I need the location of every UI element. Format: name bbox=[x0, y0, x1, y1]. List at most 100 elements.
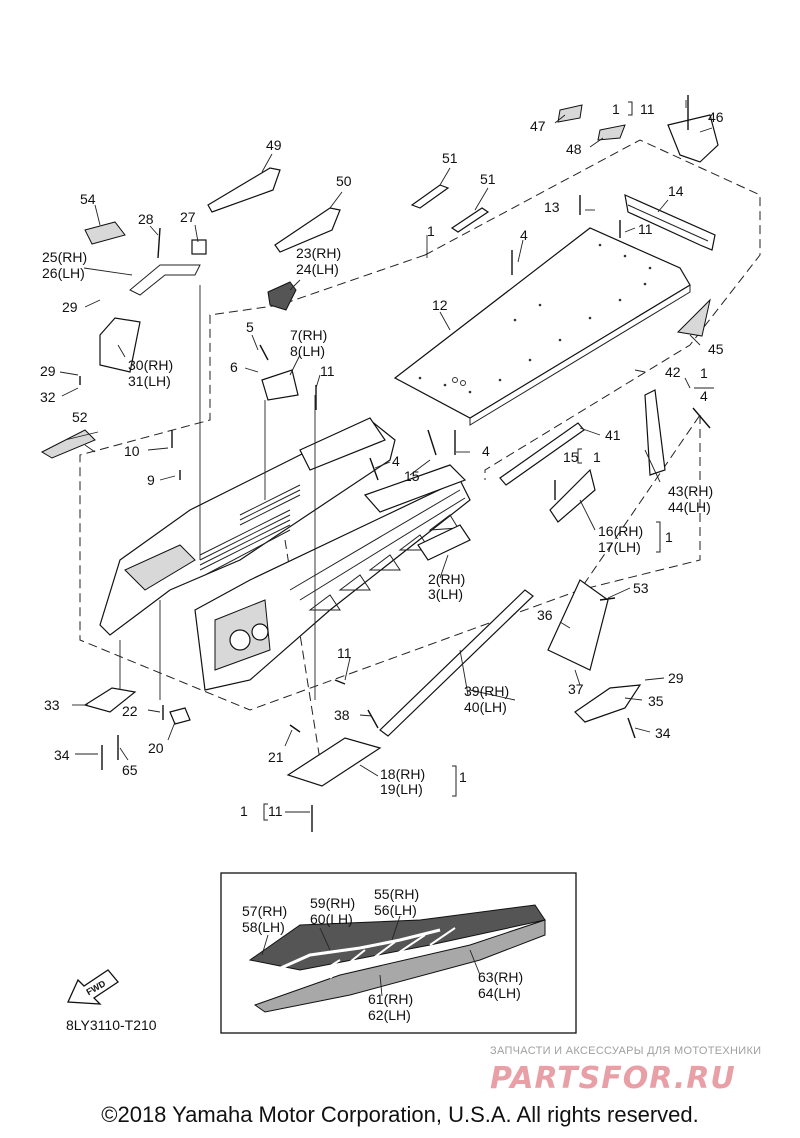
label-51: 51 bbox=[442, 150, 458, 166]
label-9: 9 bbox=[147, 472, 155, 488]
label-65: 65 bbox=[122, 762, 138, 778]
tunnel-top-plate bbox=[393, 227, 691, 426]
label-27: 27 bbox=[180, 209, 196, 225]
label-47: 47 bbox=[530, 118, 546, 134]
label-15: 15 bbox=[404, 468, 420, 484]
label-10: 10 bbox=[124, 443, 140, 459]
label-52: 52 bbox=[72, 409, 88, 425]
label-7-rh: 7(RH) bbox=[290, 327, 327, 343]
label-38: 38 bbox=[334, 707, 350, 723]
label-31-lh: 31(LH) bbox=[128, 373, 171, 389]
label-44-lh: 44(LH) bbox=[668, 499, 711, 515]
label-4: 4 bbox=[392, 453, 400, 469]
label-4: 4 bbox=[700, 388, 708, 404]
label-28: 28 bbox=[138, 211, 154, 227]
label-3-lh: 3(LH) bbox=[428, 586, 463, 602]
bracket-2 bbox=[417, 524, 471, 561]
decal-inset: 55(RH) 56(LH) 57(RH) 58(LH) 59(RH) 60(LH… bbox=[220, 872, 577, 1034]
label-49: 49 bbox=[266, 137, 282, 153]
label-59-rh: 59(RH) bbox=[310, 895, 355, 911]
label-1: 1 bbox=[459, 769, 467, 785]
label-36: 36 bbox=[537, 607, 553, 623]
running-board-edge-strip bbox=[379, 589, 534, 737]
label-1: 1 bbox=[427, 223, 435, 239]
label-25-rh: 25(RH) bbox=[42, 249, 87, 265]
label-35: 35 bbox=[648, 693, 664, 709]
label-13: 13 bbox=[544, 199, 560, 215]
label-1: 1 bbox=[240, 803, 248, 819]
assembly-outlines bbox=[79, 139, 761, 761]
label-29: 29 bbox=[668, 670, 684, 686]
fasteners bbox=[79, 95, 711, 832]
label-2-rh: 2(RH) bbox=[428, 571, 465, 587]
running-board-frame bbox=[194, 464, 471, 691]
label-64-lh: 64(LH) bbox=[478, 985, 521, 1001]
label-11: 11 bbox=[638, 221, 653, 237]
label-62-lh: 62(LH) bbox=[368, 1007, 411, 1023]
label-11: 11 bbox=[320, 363, 335, 379]
label-34: 34 bbox=[54, 747, 70, 763]
leader-lines bbox=[59, 100, 713, 813]
footrest bbox=[286, 737, 382, 787]
label-46: 46 bbox=[708, 109, 724, 125]
label-55-rh: 55(RH) bbox=[374, 886, 419, 902]
label-15: 15 bbox=[563, 449, 579, 465]
label-16-rh: 16(RH) bbox=[598, 523, 643, 539]
label-11: 11 bbox=[337, 645, 352, 661]
watermark-caption: ЗАПЧАСТИ И АКСЕССУАРЫ ДЛЯ МОТОТЕХНИКИ bbox=[490, 1045, 762, 1057]
label-1: 1 bbox=[665, 529, 673, 545]
left-side-frame bbox=[99, 417, 396, 636]
label-17-lh: 17(LH) bbox=[598, 539, 641, 555]
label-6: 6 bbox=[230, 359, 238, 375]
label-24-lh: 24(LH) bbox=[296, 261, 339, 277]
watermark-logo-text: PARTSFOR.RU bbox=[490, 1061, 736, 1096]
label-20: 20 bbox=[148, 740, 164, 756]
label-30-rh: 30(RH) bbox=[128, 357, 173, 373]
strap-43 bbox=[644, 389, 666, 476]
label-39-rh: 39(RH) bbox=[464, 683, 509, 699]
flap-45 bbox=[676, 298, 711, 337]
label-34: 34 bbox=[655, 725, 671, 741]
rear-bracket-46 bbox=[667, 114, 719, 163]
watermark-logo: PARTSFOR.RU bbox=[490, 1061, 736, 1096]
label-41: 41 bbox=[605, 427, 621, 443]
label-51: 51 bbox=[480, 171, 496, 187]
label-29: 29 bbox=[62, 299, 78, 315]
label-5: 5 bbox=[246, 319, 254, 335]
label-45: 45 bbox=[708, 341, 724, 357]
label-60-lh: 60(LH) bbox=[310, 911, 353, 927]
side-plate-16 bbox=[549, 468, 596, 523]
label-42: 42 bbox=[665, 364, 681, 380]
label-37: 37 bbox=[568, 681, 584, 697]
decals bbox=[40, 104, 626, 459]
label-21: 21 bbox=[268, 749, 284, 765]
group-brackets bbox=[263, 101, 714, 821]
label-19-lh: 19(LH) bbox=[380, 781, 423, 797]
label-32: 32 bbox=[40, 389, 56, 405]
left-hardware bbox=[99, 239, 299, 401]
label-50: 50 bbox=[336, 173, 352, 189]
label-8-lh: 8(LH) bbox=[290, 343, 325, 359]
label-14: 14 bbox=[668, 183, 684, 199]
label-53: 53 bbox=[633, 580, 649, 596]
rear-bracket bbox=[624, 193, 716, 251]
label-12: 12 bbox=[432, 297, 448, 313]
label-48: 48 bbox=[566, 141, 582, 157]
label-54: 54 bbox=[80, 191, 96, 207]
label-56-lh: 56(LH) bbox=[374, 902, 417, 918]
label-18-rh: 18(RH) bbox=[380, 766, 425, 782]
label-26-lh: 26(LH) bbox=[42, 265, 85, 281]
label-1: 1 bbox=[593, 449, 601, 465]
callout-labels: 1 1 1 1 1 1 1 2(RH) 3(LH) 4 4 4 4 5 6 7(… bbox=[40, 101, 724, 819]
label-11: 11 bbox=[268, 803, 283, 819]
label-40-lh: 40(LH) bbox=[464, 699, 507, 715]
label-4: 4 bbox=[520, 227, 528, 243]
label-33: 33 bbox=[44, 697, 60, 713]
diagram-code: 8LY3110-T210 bbox=[66, 1017, 157, 1033]
label-57-rh: 57(RH) bbox=[242, 903, 287, 919]
label-4: 4 bbox=[482, 443, 490, 459]
label-29: 29 bbox=[40, 363, 56, 379]
label-43-rh: 43(RH) bbox=[668, 483, 713, 499]
label-11: 11 bbox=[640, 101, 655, 117]
